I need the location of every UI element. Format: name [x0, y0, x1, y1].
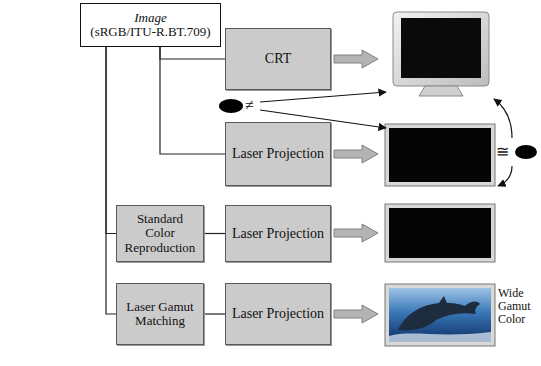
box-text: Laser Projection [232, 146, 324, 161]
display-box: Laser Projection [225, 205, 331, 262]
output-arrow [334, 145, 378, 163]
connector-line [106, 47, 116, 234]
box-text: Image [134, 11, 167, 25]
crt-monitor [393, 12, 489, 96]
box-text: Laser Projection [232, 306, 324, 321]
monitor-bezel [393, 12, 489, 86]
dolphin-fin [436, 296, 448, 307]
process-box: Laser Gamut Matching [116, 283, 204, 345]
not-equal-sign: ≠ [245, 96, 261, 114]
box-text: CRT [265, 51, 291, 66]
connector-line [204, 313, 225, 314]
box-text: Laser Gamut Matching [122, 300, 198, 329]
display-box: CRT [225, 28, 331, 90]
output-arrow [334, 305, 378, 323]
box-text: Laser Projection [232, 226, 324, 241]
process-box: Standard Color Reproduction [116, 205, 204, 262]
comparison-arrow [260, 92, 386, 102]
output-arrow [334, 50, 378, 68]
laser-screen [385, 204, 495, 262]
monitor-stand [419, 86, 463, 96]
splash [389, 332, 491, 342]
screen-frame [385, 284, 495, 346]
laser-screen-wide-gamut [385, 284, 495, 346]
output-label: Wide Gamut Color [498, 287, 540, 327]
output-arrow [334, 224, 378, 242]
display-box: Laser Projection [225, 283, 331, 345]
display-box: Laser Projection [225, 122, 331, 186]
eye-symbol [515, 145, 537, 159]
comparison-arrow [494, 99, 512, 138]
box-text: (sRGB/ITU-R.BT.709) [90, 25, 210, 39]
source-box: Image(sRGB/ITU-R.BT.709) [80, 3, 221, 47]
monitor-screen [401, 18, 481, 78]
screen-image [389, 288, 491, 342]
laser-screen [385, 124, 495, 186]
screen-image [389, 208, 491, 258]
screen-frame [385, 124, 495, 186]
connector-line [160, 47, 225, 154]
output-arrows [334, 50, 378, 323]
connector-line [204, 233, 225, 234]
eye-symbol [219, 99, 243, 113]
comparison-arrow [498, 166, 512, 186]
screen-frame [385, 204, 495, 262]
box-text: Standard Color Reproduction [122, 212, 198, 255]
connector-line [160, 47, 225, 59]
screen-image [389, 128, 491, 182]
approx-equal-sign: ≅ [496, 143, 512, 161]
connector-line [106, 47, 116, 314]
